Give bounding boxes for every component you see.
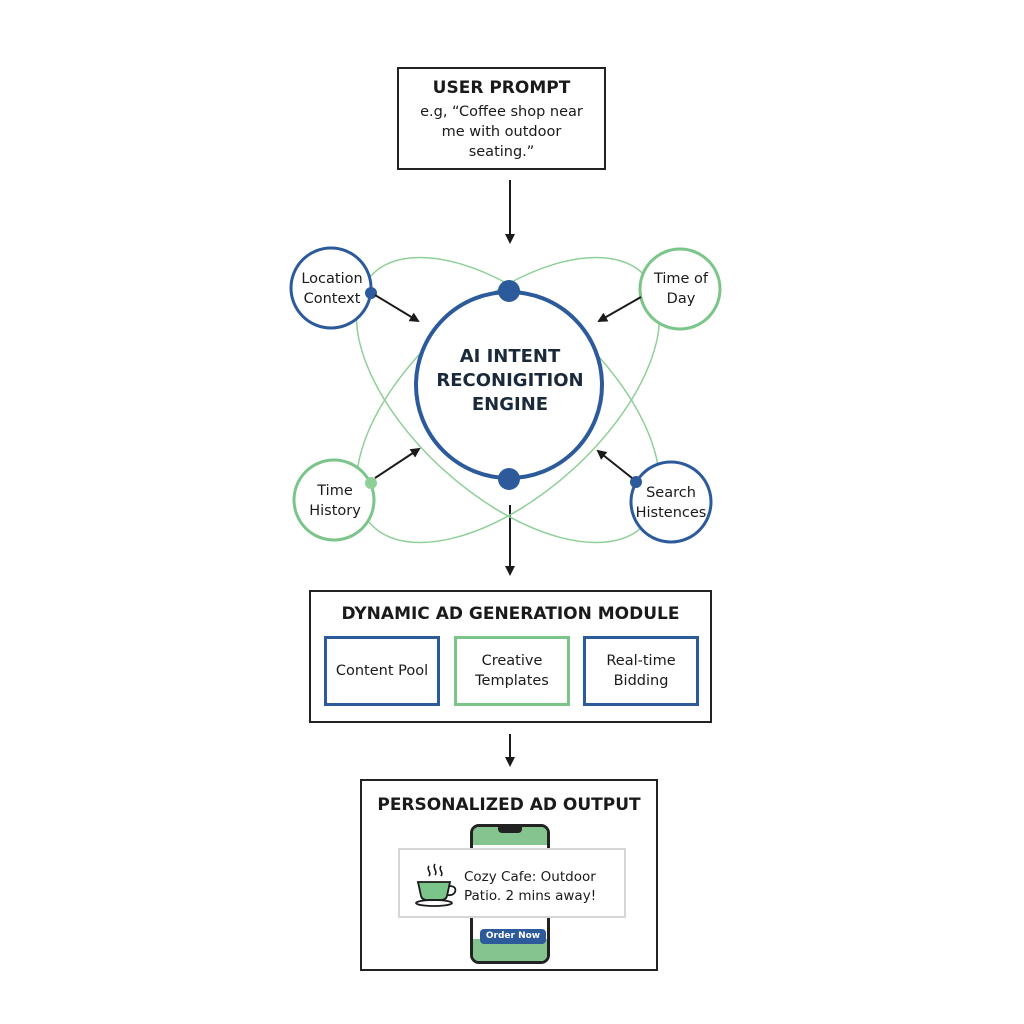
time-history-connector-dot [365,477,377,489]
location-connector-dot [365,287,377,299]
engine-node-bottom [498,468,520,490]
content-pool-label: Content Pool [335,663,429,679]
arrow-time-history-to-engine [374,447,421,479]
time-history-circle [292,458,376,542]
search-connector-dot [630,476,642,488]
arrow-location-to-engine [374,294,420,323]
location-context-label: Location Context [301,271,363,307]
search-histences-circle [629,460,713,544]
user-prompt-box: USER PROMPT e.g, “Coffee shop near me wi… [397,67,606,170]
time-history-label: Time History [309,483,361,519]
ad-output-title: PERSONALIZED AD OUTPUT [377,795,641,815]
coffee-cup-icon [415,863,457,907]
arrow-time-of-day-to-engine [597,296,642,322]
user-prompt-title: USER PROMPT [432,77,571,98]
engine-label: AI INTENT RECONIGITION ENGINE [436,346,584,415]
phone-top-bar [473,827,547,845]
content-pool-box: Content Pool [324,636,440,706]
time-of-day-label: Time of Day [653,271,709,307]
ad-card[interactable]: Cozy Cafe: Outdoor Patio. 2 mins away! [398,848,626,918]
creative-templates-label: Creative Templates [475,653,549,689]
phone-notch [498,827,522,833]
ad-text: Cozy Cafe: Outdoor Patio. 2 mins away! [464,869,597,904]
real-time-bidding-label: Real-time Bidding [606,653,676,689]
ad-generation-module-box: DYNAMIC AD GENERATION MODULE Content Poo… [309,590,712,723]
real-time-bidding-box: Real-time Bidding [583,636,699,706]
creative-templates-box: Creative Templates [454,636,570,706]
phone-bottom-bar [473,939,547,961]
order-now-button[interactable]: Order Now [480,929,546,944]
time-of-day-circle [638,247,722,331]
arrow-search-to-engine [596,449,633,479]
engine-node-top [498,280,520,302]
ad-generation-module-title: DYNAMIC AD GENERATION MODULE [341,604,680,624]
ad-output-box: PERSONALIZED AD OUTPUT Cozy Cafe: Outdoo… [360,779,658,971]
search-histences-label: Search Histences [635,485,707,521]
user-prompt-example: e.g, “Coffee shop near me with outdoor s… [420,103,583,160]
